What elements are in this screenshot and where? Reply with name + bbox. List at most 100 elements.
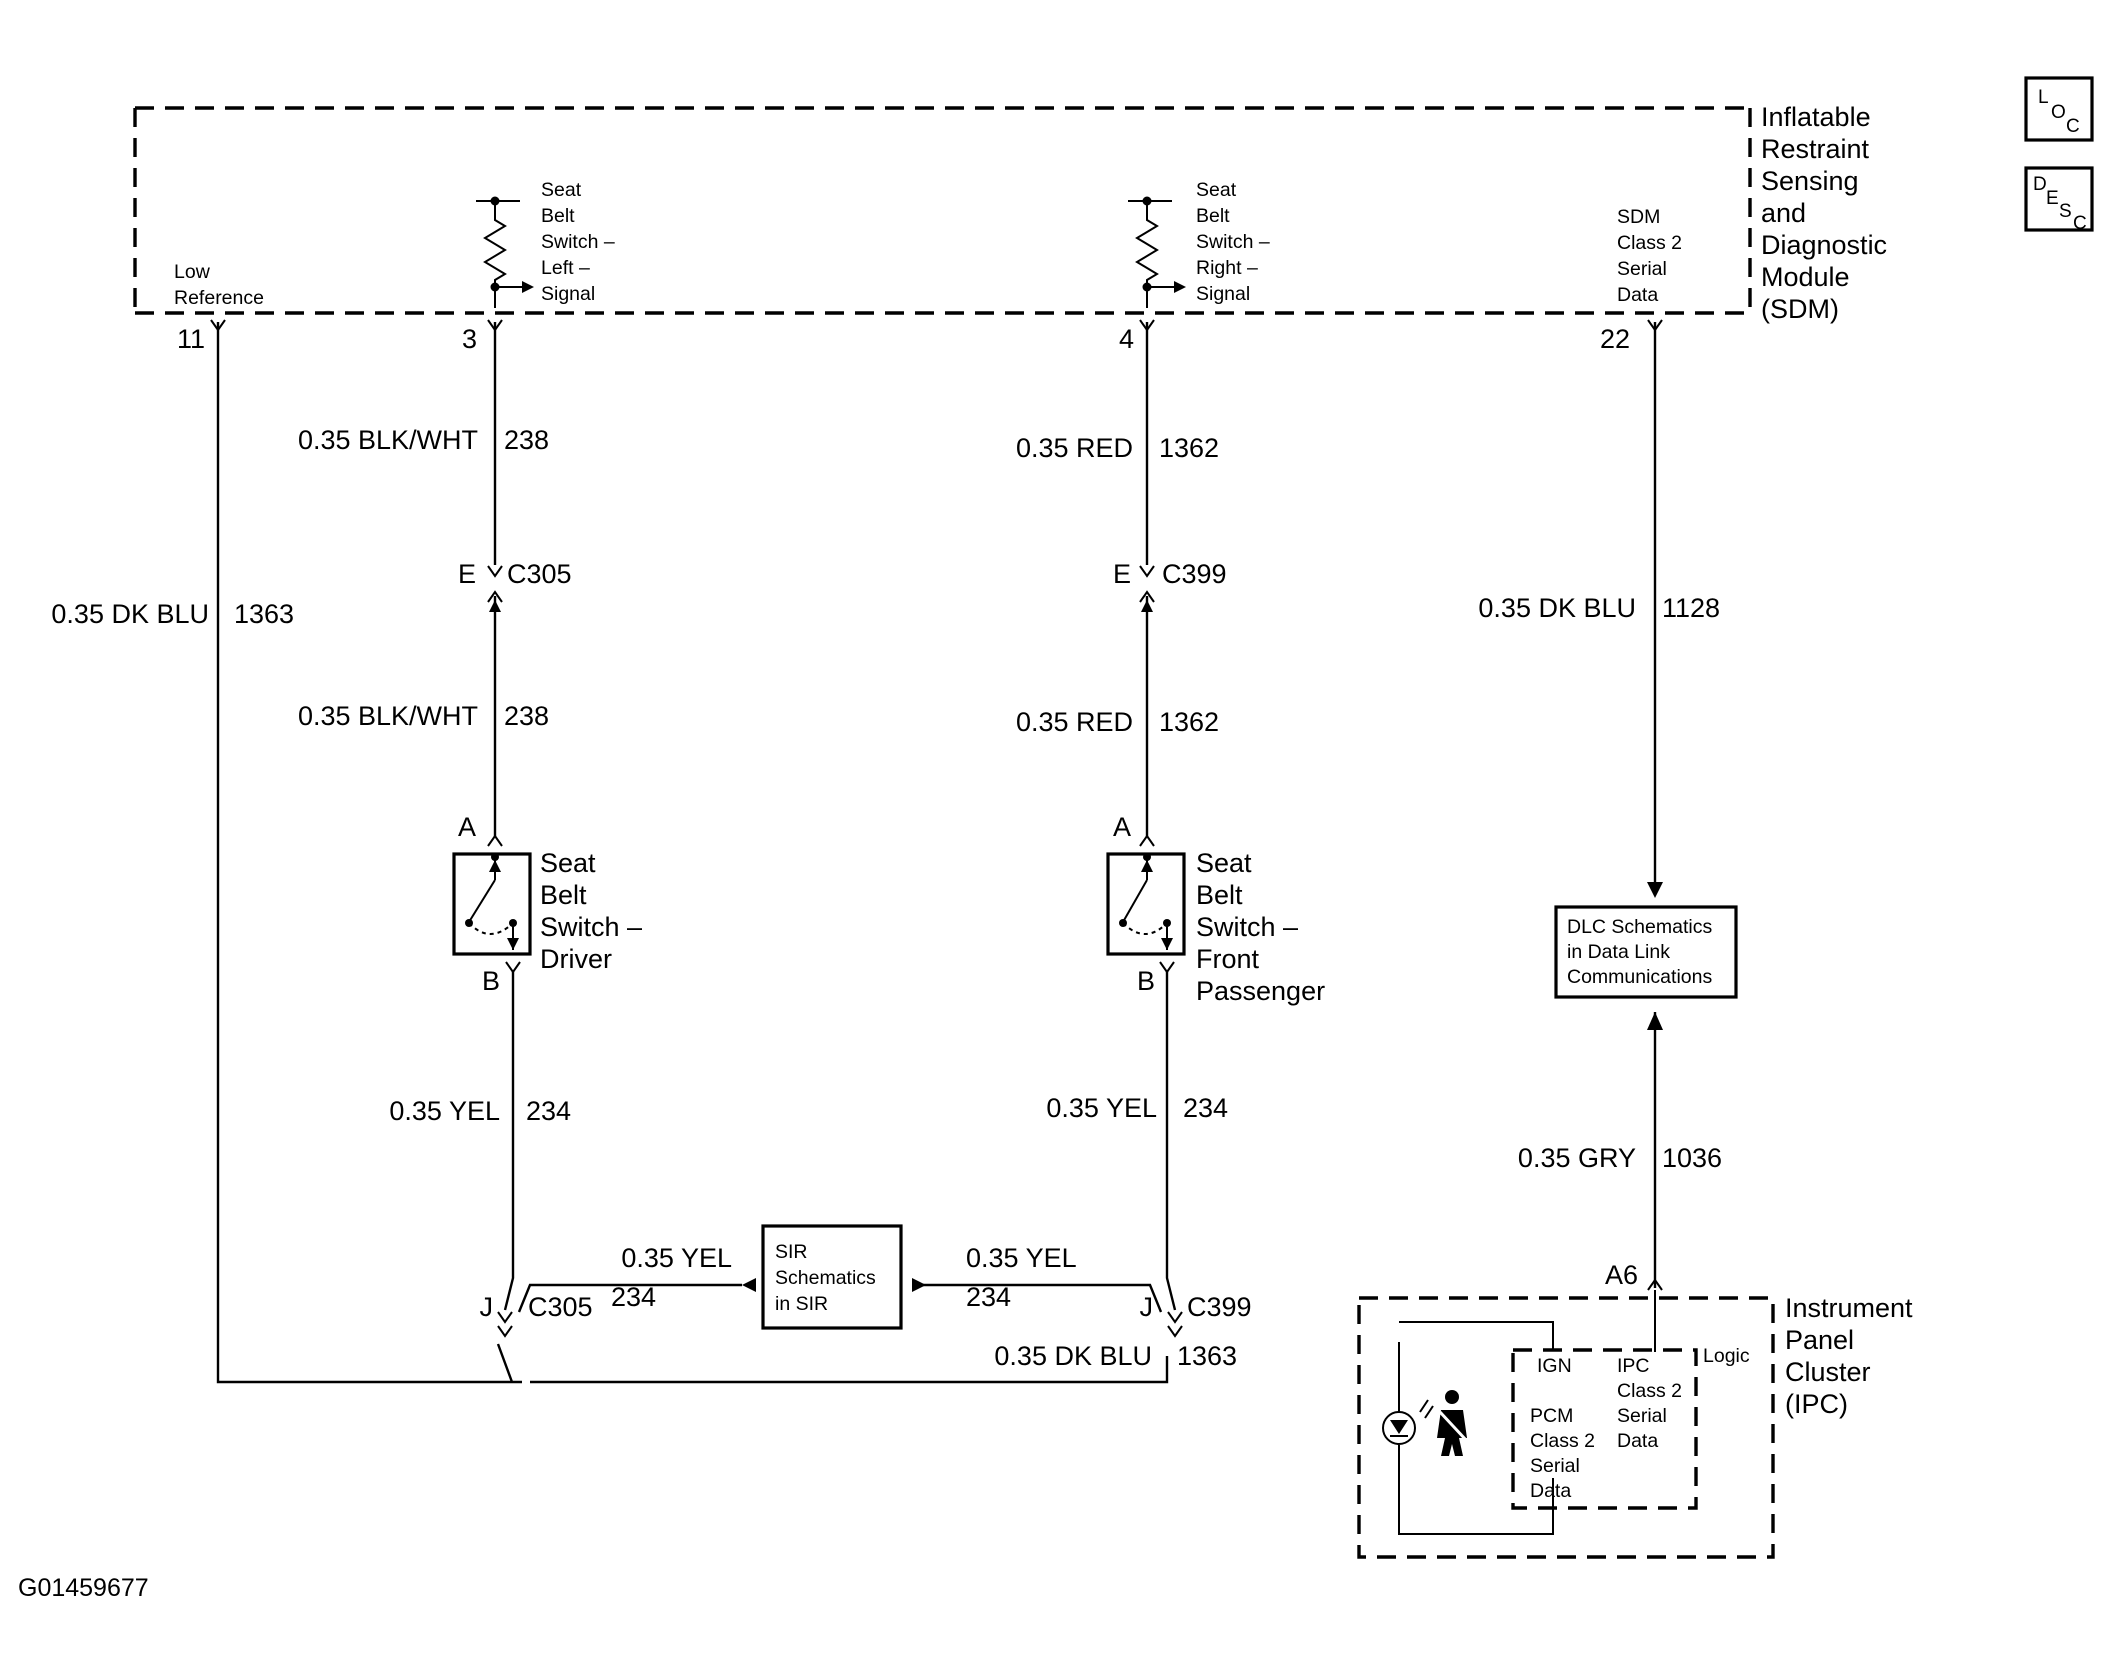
red-lower-circuit: 1362 [1159,707,1219,737]
loc-letter: C [2066,116,2080,137]
c305-upper-name: C305 [507,559,572,589]
driver-switch-label: Seat Belt Switch – Driver [540,848,642,974]
desc-letter: E [2046,188,2059,209]
yel-pass-circuit: 234 [1183,1093,1228,1123]
loc-icon[interactable]: L O C [2024,76,2094,142]
c305-lower-pin: J [480,1292,494,1322]
sdm-title-line: Sensing [1761,166,1859,196]
wire-dkblu-1363 [216,322,1169,1384]
ipc-serial-line: IPC [1617,1355,1650,1377]
gry-gauge: 0.35 GRY [1518,1143,1636,1173]
desc-letter: D [2033,174,2047,195]
desc-letter: C [2073,213,2087,234]
left-signal-resistor [476,196,534,308]
right-signal-line: Switch – [1196,231,1270,253]
seatbelt-person-icon [1437,1390,1468,1456]
sdm-serial-line: Data [1617,284,1658,306]
red-lower-gauge: 0.35 RED [1016,707,1133,737]
passenger-switch-label: Seat Belt Switch – Front Passenger [1196,848,1325,1006]
wire-yel-234-sir-left [517,1283,742,1313]
sir-box-line: SIR [775,1241,808,1263]
ipc-inner-circuit [1398,1321,1554,1535]
left-signal-line: Belt [541,205,575,227]
loc-letter: O [2051,102,2066,123]
pcm-serial-label: PCM Class 2 Serial Data [1530,1405,1595,1502]
low-reference-label: Low Reference [174,261,264,309]
left-signal-line: Switch – [541,231,615,253]
pcm-serial-line: Class 2 [1530,1430,1595,1452]
wires [216,322,1663,1384]
sir-box-line: Schematics [775,1267,876,1289]
passenger-switch-line: Passenger [1196,976,1325,1006]
right-signal-line: Seat [1196,179,1237,201]
dlc-box-line: DLC Schematics [1567,916,1712,938]
wire-yel-234-driver [503,970,515,1311]
ipc-title-line: Cluster [1785,1357,1871,1387]
sir-box-line: in SIR [775,1293,828,1315]
c305-lower-name: C305 [528,1292,593,1322]
connector-chevrons [210,319,1663,1338]
right-signal-label: Seat Belt Switch – Right – Signal [1196,179,1270,305]
c399-lower-pin: J [1140,1292,1154,1322]
ipc-title-line: Panel [1785,1325,1854,1355]
right-signal-line: Signal [1196,283,1250,305]
left-signal-line: Signal [541,283,595,305]
c399-upper-pin: E [1113,559,1131,589]
ipc-module: Instrument Panel Cluster (IPC) IGN Logic… [1357,1290,1913,1559]
pin-3-label: 3 [462,324,477,354]
c399-lower-name: C399 [1187,1292,1252,1322]
ipc-logic-box [1511,1348,1698,1510]
sdm-title-line: Module [1761,262,1850,292]
pcm-serial-line: Data [1530,1480,1571,1502]
sdm-title-line: Restraint [1761,134,1870,164]
yel-driver-circuit: 234 [526,1096,571,1126]
pin-11-label: 11 [177,324,205,354]
dkblu-right-circuit: 1128 [1662,593,1720,623]
sir-schematics-box[interactable]: SIR Schematics in SIR [761,1224,903,1330]
desc-icon[interactable]: D E S C [2024,166,2094,234]
pin-22-label: 22 [1600,324,1630,354]
passenger-pin-b: B [1137,966,1155,996]
right-signal-line: Belt [1196,205,1230,227]
blkwht-upper-circuit: 238 [504,425,549,455]
driver-switch-line: Driver [540,944,612,974]
passenger-switch-line: Belt [1196,880,1243,910]
connector-labels: E C305 E C399 A B A B J C305 J C399 A6 [458,559,1638,1322]
wire-yel-234-passenger [1165,970,1177,1311]
driver-pin-a: A [458,812,476,842]
yel-sir-right-circuit: 234 [966,1282,1011,1312]
ipc-title: Instrument Panel Cluster (IPC) [1785,1293,1913,1419]
ipc-title-line: (IPC) [1785,1389,1848,1419]
wire-labels: 0.35 BLK/WHT 238 0.35 BLK/WHT 238 0.35 R… [51,425,1722,1371]
right-signal-line: Right – [1196,257,1258,279]
loc-letter: L [2038,87,2049,108]
blkwht-upper-gauge: 0.35 BLK/WHT [298,425,478,455]
sdm-title-line: Inflatable [1761,102,1871,132]
sdm-module-outline [133,106,1752,315]
ipc-title-line: Instrument [1785,1293,1913,1323]
seat-belt-switch-passenger [1106,852,1186,956]
yel-pass-gauge: 0.35 YEL [1046,1093,1157,1123]
pcm-serial-line: Serial [1530,1455,1580,1477]
sdm-title-line: Diagnostic [1761,230,1887,260]
driver-switch-line: Switch – [540,912,642,942]
red-upper-gauge: 0.35 RED [1016,433,1133,463]
sdm-module: Inflatable Restraint Sensing and Diagnos… [133,102,1887,354]
sdm-serial-line: Serial [1617,258,1667,280]
c399-upper-name: C399 [1162,559,1227,589]
yel-sir-left-circuit: 234 [611,1282,656,1312]
blkwht-lower-circuit: 238 [504,701,549,731]
figure-id: G01459677 [18,1574,149,1602]
sdm-serial-line: Class 2 [1617,232,1682,254]
dkblu-right-gauge: 0.35 DK BLU [1478,593,1636,623]
indicator-led-icon [1382,1399,1434,1445]
dkblu-bottom-circuit: 1363 [1177,1341,1237,1371]
sdm-title: Inflatable Restraint Sensing and Diagnos… [1761,102,1887,324]
yel-sir-left-gauge: 0.35 YEL [621,1243,732,1273]
passenger-switch-line: Seat [1196,848,1252,878]
yel-sir-right-gauge: 0.35 YEL [966,1243,1077,1273]
dlc-schematics-box[interactable]: DLC Schematics in Data Link Communicatio… [1554,905,1738,999]
pcm-serial-line: PCM [1530,1405,1573,1427]
low-reference-line: Low [174,261,211,283]
left-signal-label: Seat Belt Switch – Left – Signal [541,179,615,305]
